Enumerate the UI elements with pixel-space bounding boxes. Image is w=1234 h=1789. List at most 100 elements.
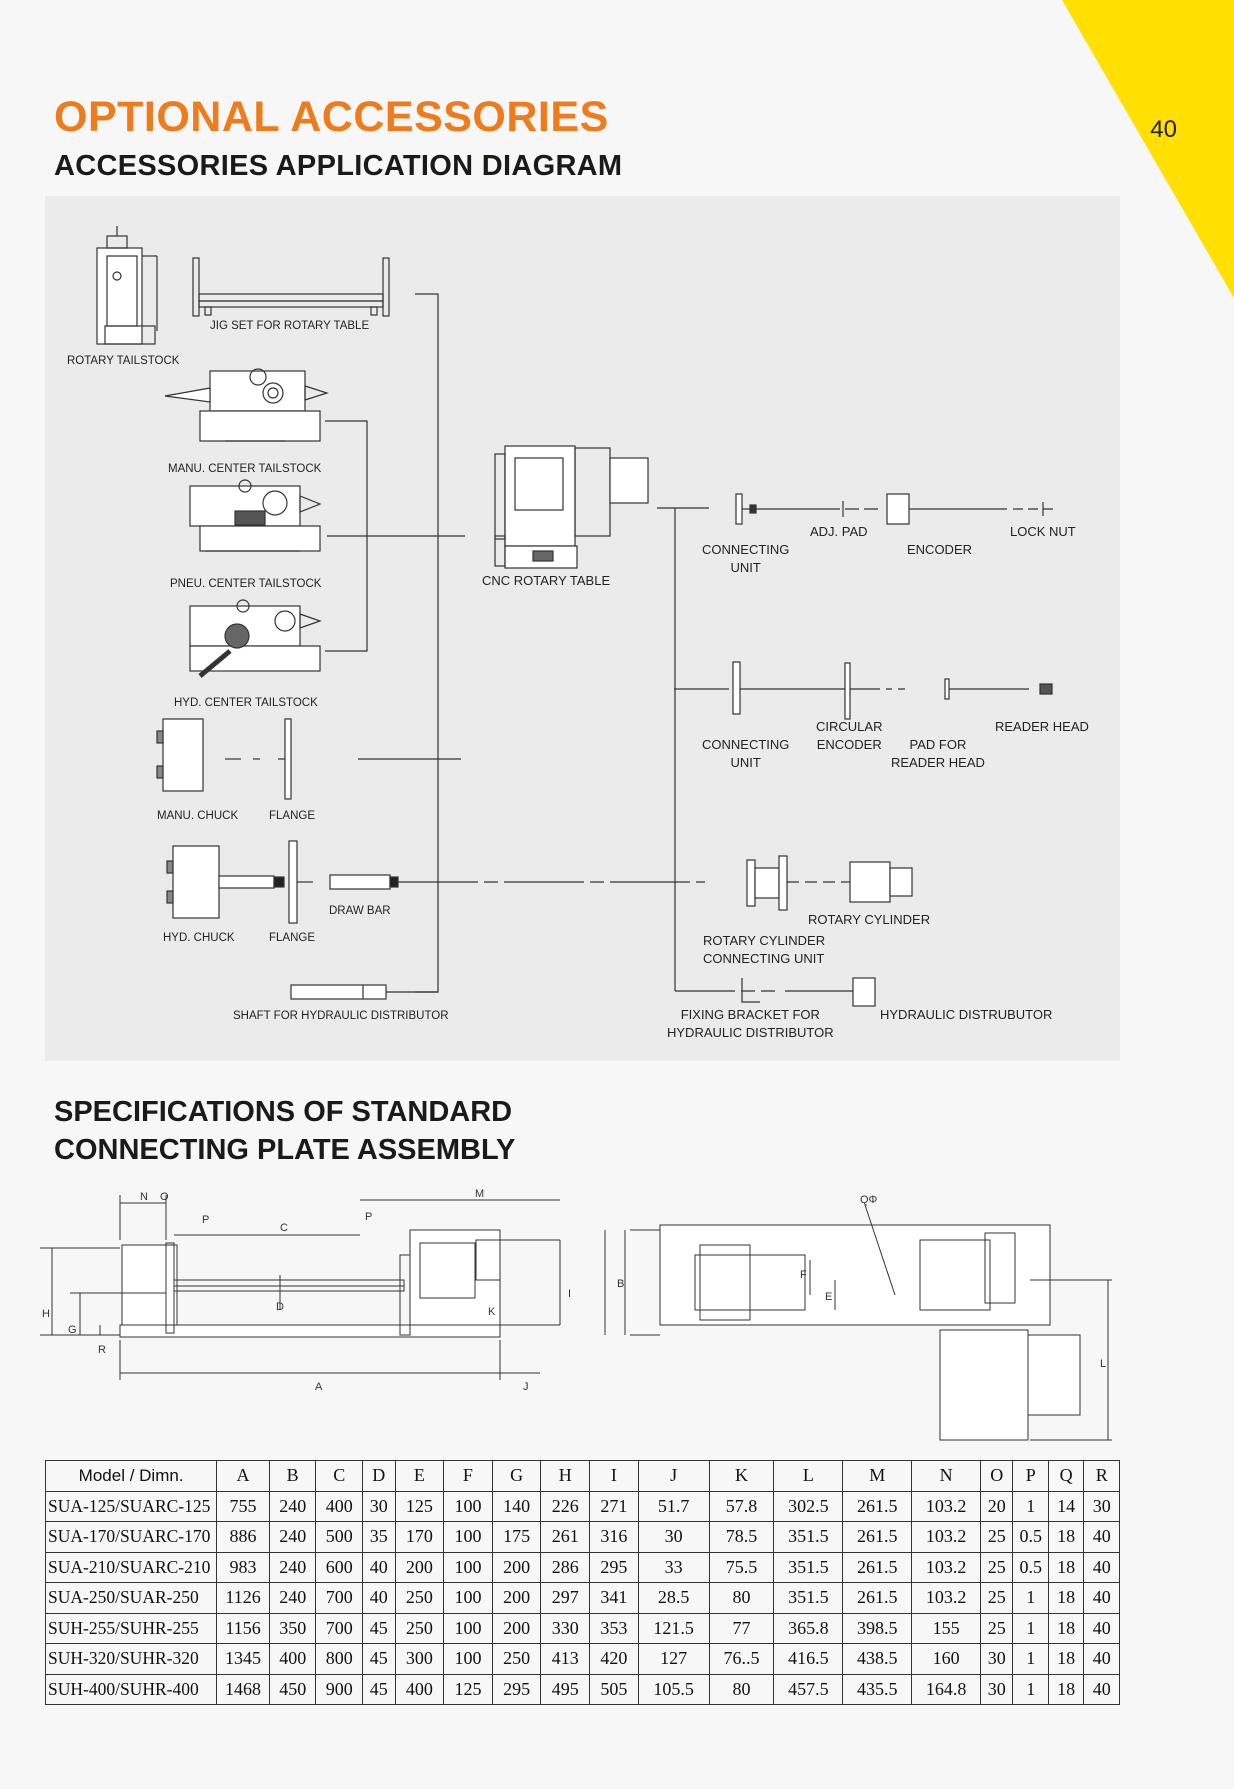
column-header-i: I [589, 1460, 639, 1492]
label-flange-1: FLANGE [269, 810, 316, 822]
manu-center-tailstock-drawing [164, 368, 329, 442]
label-circular-encoder: CIRCULAR ENCODER [816, 719, 883, 752]
value-cell: 250 [394, 1582, 445, 1614]
value-cell: 1156 [216, 1612, 270, 1644]
column-header-l: L [773, 1460, 844, 1492]
value-cell: 103.2 [911, 1582, 982, 1614]
connector-lines-left [325, 293, 465, 993]
value-cell: 302.5 [773, 1490, 844, 1522]
column-header-a: A [216, 1460, 270, 1492]
value-cell: 18 [1047, 1643, 1085, 1675]
value-cell: 400 [394, 1673, 445, 1705]
value-cell: 700 [315, 1612, 364, 1644]
value-cell: 271 [589, 1490, 639, 1522]
value-cell: 30 [980, 1643, 1014, 1675]
value-cell: 80 [708, 1673, 775, 1705]
column-header-o: O [980, 1460, 1014, 1492]
dim-letter-r: R [98, 1344, 106, 1356]
value-cell: 1 [1012, 1612, 1049, 1644]
column-header-e: E [394, 1460, 445, 1492]
value-cell: 30 [1083, 1490, 1120, 1522]
column-header-p: P [1012, 1460, 1049, 1492]
dim-letter-p1: P [202, 1214, 209, 1226]
value-cell: 77 [708, 1612, 775, 1644]
value-cell: 25 [980, 1612, 1014, 1644]
dim-letter-d: D [276, 1301, 284, 1313]
dim-letter-f: F [800, 1269, 807, 1281]
label-connecting-unit-2: CONNECTING UNIT [702, 737, 790, 770]
value-cell: 105.5 [637, 1673, 710, 1705]
column-header-r: R [1083, 1460, 1120, 1492]
value-cell: 40 [362, 1551, 396, 1583]
value-cell: 33 [637, 1551, 710, 1583]
value-cell: 800 [315, 1643, 364, 1675]
value-cell: 0.5 [1012, 1551, 1049, 1583]
label-shaft-hyd-distributor: SHAFT FOR HYDRAULIC DISTRIBUTOR [233, 1010, 449, 1022]
value-cell: 350 [268, 1612, 317, 1644]
value-cell: 457.5 [773, 1673, 844, 1705]
accessories-diagram: ROTARY TAILSTOCK JIG SET FOR ROTARY TABL… [45, 196, 1120, 1061]
value-cell: 121.5 [637, 1612, 710, 1644]
dimension-drawings: N O P C P M A J H G R D K I B F E L QΦ [40, 1188, 1112, 1441]
value-cell: 240 [268, 1582, 317, 1614]
value-cell: 20 [980, 1490, 1014, 1522]
dim-letter-k: K [488, 1306, 496, 1318]
dim-letter-l: L [1100, 1358, 1106, 1370]
spec-section-title: SPECIFICATIONS OF STANDARD CONNECTING PL… [54, 1093, 515, 1169]
value-cell: 40 [1083, 1612, 1120, 1644]
dim-letter-h: H [42, 1308, 50, 1320]
value-cell: 40 [1083, 1643, 1120, 1675]
jig-set-drawing [192, 257, 390, 317]
model-cell: SUH-320/SUHR-320 [44, 1643, 218, 1675]
value-cell: 413 [540, 1643, 590, 1675]
value-cell: 76..5 [708, 1643, 775, 1675]
value-cell: 45 [362, 1612, 396, 1644]
dim-letter-e: E [825, 1291, 832, 1303]
value-cell: 316 [589, 1521, 639, 1553]
label-rotary-cylinder-connecting-unit: ROTARY CYLINDER CONNECTING UNIT [703, 933, 826, 966]
value-cell: 261.5 [842, 1490, 913, 1522]
label-hydraulic-distributor: HYDRAULIC DISTRUBUTOR [880, 1007, 1053, 1022]
label-hyd-chuck: HYD. CHUCK [163, 932, 235, 944]
value-cell: 200 [491, 1551, 542, 1583]
value-cell: 365.8 [773, 1612, 844, 1644]
label-manu-center-tailstock: MANU. CENTER TAILSTOCK [168, 463, 322, 475]
value-cell: 400 [315, 1490, 364, 1522]
manu-chuck-drawing [156, 718, 292, 800]
model-cell: SUA-250/SUAR-250 [44, 1582, 218, 1614]
value-cell: 341 [589, 1582, 639, 1614]
value-cell: 240 [268, 1521, 317, 1553]
value-cell: 200 [491, 1582, 542, 1614]
value-cell: 25 [980, 1521, 1014, 1553]
column-header-n: N [911, 1460, 982, 1492]
column-header-f: F [443, 1460, 493, 1492]
value-cell: 1345 [216, 1643, 270, 1675]
rotary-tailstock-drawing [96, 226, 158, 345]
value-cell: 1468 [216, 1673, 270, 1705]
value-cell: 351.5 [773, 1521, 844, 1553]
value-cell: 160 [911, 1643, 982, 1675]
value-cell: 400 [268, 1643, 317, 1675]
column-header-m: M [842, 1460, 913, 1492]
value-cell: 250 [394, 1612, 445, 1644]
encoder-chain-drawing [735, 493, 1055, 525]
hyd-center-tailstock-drawing [189, 599, 322, 678]
label-rotary-cylinder: ROTARY CYLINDER [808, 912, 931, 927]
value-cell: 18 [1047, 1582, 1085, 1614]
label-jig-set: JIG SET FOR ROTARY TABLE [210, 320, 370, 332]
column-header-q: Q [1047, 1460, 1085, 1492]
value-cell: 18 [1047, 1612, 1085, 1644]
value-cell: 164.8 [911, 1673, 982, 1705]
label-manu-chuck: MANU. CHUCK [157, 810, 239, 822]
value-cell: 261.5 [842, 1551, 913, 1583]
dim-letter-i: I [568, 1288, 571, 1300]
value-cell: 100 [443, 1643, 493, 1675]
value-cell: 25 [980, 1551, 1014, 1583]
value-cell: 30 [362, 1490, 396, 1522]
column-header-c: C [315, 1460, 364, 1492]
dim-letter-m: M [475, 1188, 484, 1200]
